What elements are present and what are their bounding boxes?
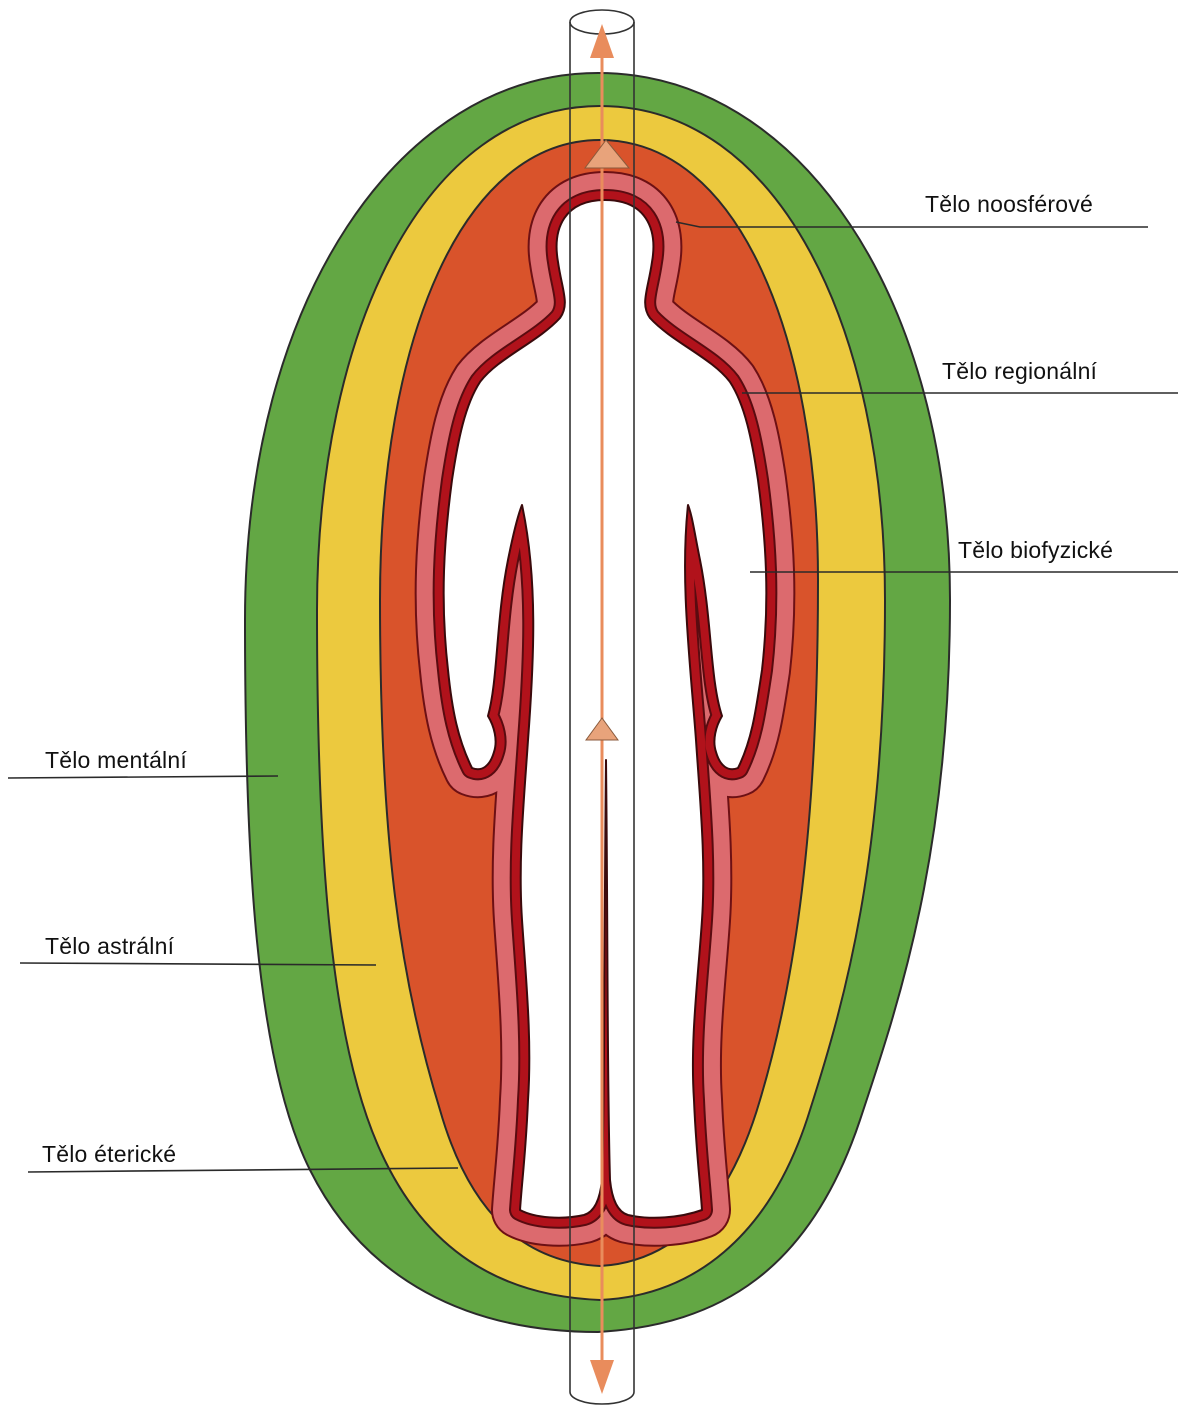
label-biofyzicke: Tělo biofyzické bbox=[958, 537, 1113, 563]
label-astralni: Tělo astrální bbox=[45, 933, 175, 959]
leader-mentalni bbox=[8, 776, 278, 778]
arrow-up-icon bbox=[590, 24, 614, 58]
label-noosferove: Tělo noosférové bbox=[925, 191, 1093, 217]
label-mentalni: Tělo mentální bbox=[45, 747, 187, 773]
label-regionalni: Tělo regionální bbox=[942, 358, 1098, 384]
arrow-down-icon bbox=[590, 1360, 614, 1394]
label-etericke: Tělo éterické bbox=[42, 1141, 176, 1167]
